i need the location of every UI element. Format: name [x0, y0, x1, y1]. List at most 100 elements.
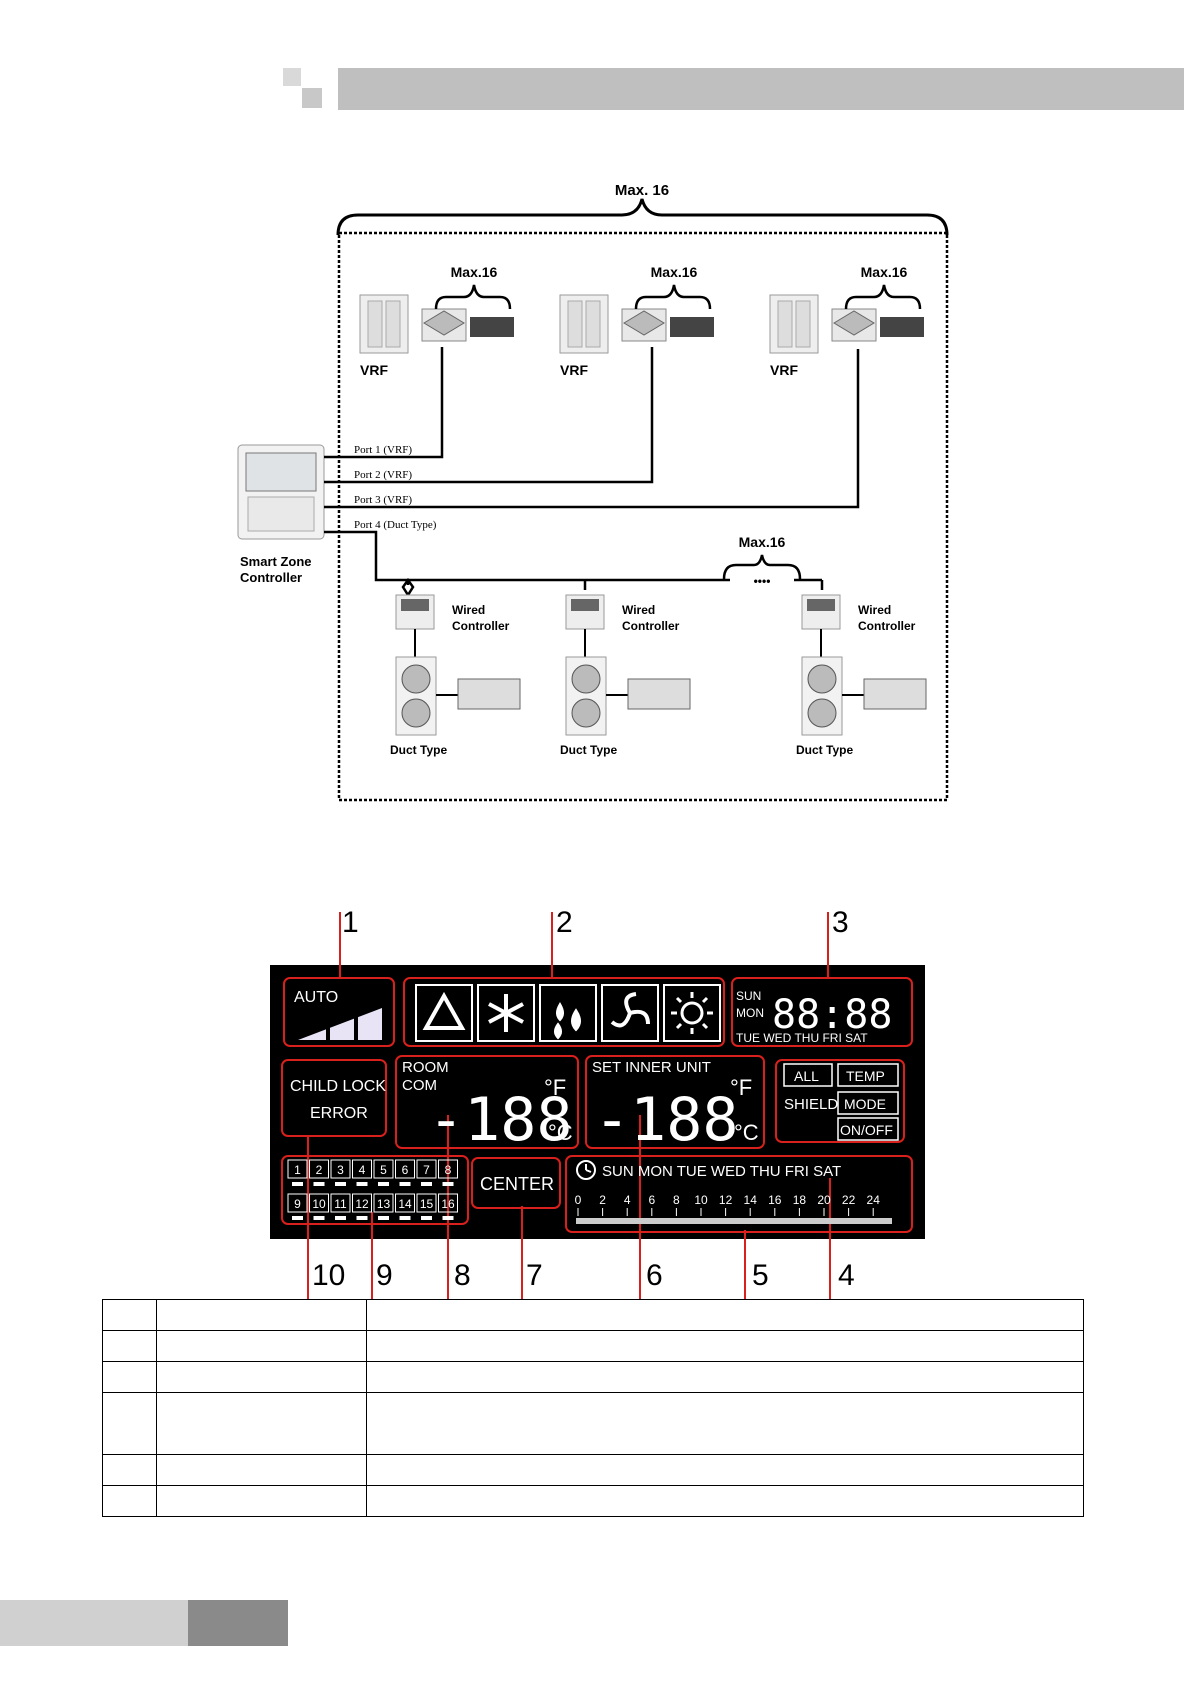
zone-cell — [438, 1159, 458, 1179]
vrf-outdoor-unit-icon — [359, 294, 409, 354]
mode-icons — [415, 984, 721, 1042]
port-1-label: Port 1 (VRF) — [354, 444, 412, 456]
zone-indicator — [313, 1216, 325, 1220]
zone-cell — [352, 1193, 372, 1213]
center-label: CENTER — [480, 1174, 554, 1194]
zone-number: 5 — [380, 1163, 387, 1177]
shield-onoff: ON/OFF — [840, 1122, 893, 1138]
hour-label: 14 — [744, 1193, 758, 1207]
zone-number: 9 — [294, 1197, 301, 1211]
zone-cell — [309, 1193, 329, 1213]
zone-indicator — [313, 1182, 325, 1186]
zone-indicator — [292, 1182, 303, 1186]
zone-indicator — [442, 1182, 454, 1186]
port-4-label: Port 4 (Duct Type) — [354, 519, 437, 531]
zone-cell — [287, 1159, 308, 1179]
room-temp-digits: -188 — [428, 1085, 573, 1155]
top-max-label: Max. 16 — [615, 182, 669, 199]
table-row — [102, 1299, 1084, 1331]
callout-5: 5 — [752, 1259, 769, 1292]
shield-all: ALL — [794, 1068, 819, 1084]
table-row — [102, 1392, 1084, 1455]
shield-boxes — [783, 1063, 899, 1141]
hour-label: 8 — [673, 1193, 680, 1207]
top-brace — [336, 198, 949, 236]
table-row — [102, 1361, 1084, 1393]
zone-outlines — [281, 977, 913, 1233]
zone-indicator — [356, 1216, 368, 1220]
group-brace — [844, 284, 922, 310]
zone-number: 7 — [423, 1163, 430, 1177]
zone-cell — [373, 1159, 394, 1179]
wired-label-2: Controller — [452, 619, 510, 633]
wired-label-2: Controller — [622, 619, 680, 633]
duct-indoor-unit-icon — [627, 678, 691, 710]
callout-2: 2 — [556, 906, 573, 939]
zone-indicator — [292, 1216, 303, 1220]
child-lock-label: CHILD LOCK — [290, 1078, 386, 1095]
port-2-label: Port 2 (VRF) — [354, 469, 412, 481]
zone-indicator — [378, 1182, 389, 1186]
system-diagram: Max. 16 Max.16 VRF Max.16 VRF Max.16 VRF — [237, 182, 949, 802]
hour-label: 10 — [694, 1193, 708, 1207]
zone-indicator — [421, 1216, 432, 1220]
auto-label: AUTO — [294, 989, 338, 1006]
duct-group-1: Wired Controller Duct Type — [390, 594, 521, 757]
timer-week: SUN MON TUE WED THU FRI SAT — [602, 1163, 841, 1180]
zone-indicator — [399, 1216, 411, 1220]
system-frame — [337, 231, 949, 802]
hour-label: 24 — [867, 1193, 881, 1207]
zone-cell — [330, 1193, 351, 1213]
vrf-group-3: Max.16 VRF — [769, 264, 924, 378]
zone-indicator — [399, 1182, 411, 1186]
com-label: COM — [402, 1077, 437, 1094]
zone-cell — [395, 1159, 415, 1179]
callout-8: 8 — [454, 1259, 471, 1292]
table-row — [102, 1330, 1084, 1362]
zone-cell — [330, 1159, 351, 1179]
header-square-1 — [283, 68, 301, 86]
zone-number: 3 — [337, 1163, 344, 1177]
error-label: ERROR — [310, 1105, 368, 1122]
cool-mode-icon — [477, 984, 535, 1042]
zone-number: 6 — [402, 1163, 409, 1177]
zone-cell — [373, 1193, 394, 1213]
duct-type-label: Duct Type — [390, 743, 447, 757]
fan-speed-icon — [298, 1008, 382, 1040]
zone-number: 1 — [294, 1163, 301, 1177]
hour-label: 6 — [648, 1193, 655, 1207]
fan-mode-icon — [601, 984, 659, 1042]
vrf-group-2: Max.16 VRF — [559, 264, 714, 378]
zone-cell — [438, 1193, 458, 1213]
duct-group-3: Wired Controller Duct Type — [796, 594, 927, 757]
vrf-label: VRF — [360, 362, 388, 378]
header-square-3 — [302, 88, 322, 108]
zone-number: 2 — [316, 1163, 323, 1177]
callout-4: 4 — [838, 1259, 855, 1292]
wired-label-1: Wired — [858, 603, 891, 617]
shield-mode: MODE — [844, 1096, 886, 1112]
duct-brace — [722, 554, 802, 580]
hour-label: 20 — [817, 1193, 831, 1207]
shield-temp: TEMP — [846, 1068, 885, 1084]
day-sun: SUN — [736, 989, 761, 1003]
callout-6: 6 — [646, 1259, 663, 1292]
auto-mode-icon — [415, 984, 473, 1042]
duct-type-label: Duct Type — [560, 743, 617, 757]
callout-numbers: 1 2 3 4 5 6 7 8 9 10 — [312, 906, 855, 1292]
group-brace — [434, 284, 512, 310]
zone-number: 4 — [359, 1163, 366, 1177]
callout-10: 10 — [312, 1259, 345, 1292]
group-max-label: Max.16 — [451, 264, 498, 280]
clock-icon — [576, 1160, 596, 1180]
header-bar — [338, 68, 1184, 110]
zone-number: 13 — [377, 1197, 391, 1211]
lcd-display-diagram: 1 2 3 4 5 6 7 8 9 10 AUTO — [270, 906, 925, 1300]
callout-lines — [307, 912, 831, 1300]
zone-indicator — [356, 1182, 368, 1186]
room-unit-f: °F — [544, 1075, 566, 1100]
day-mon: MON — [736, 1006, 764, 1020]
zone-indicator — [335, 1216, 346, 1220]
callout-9: 9 — [376, 1259, 393, 1292]
